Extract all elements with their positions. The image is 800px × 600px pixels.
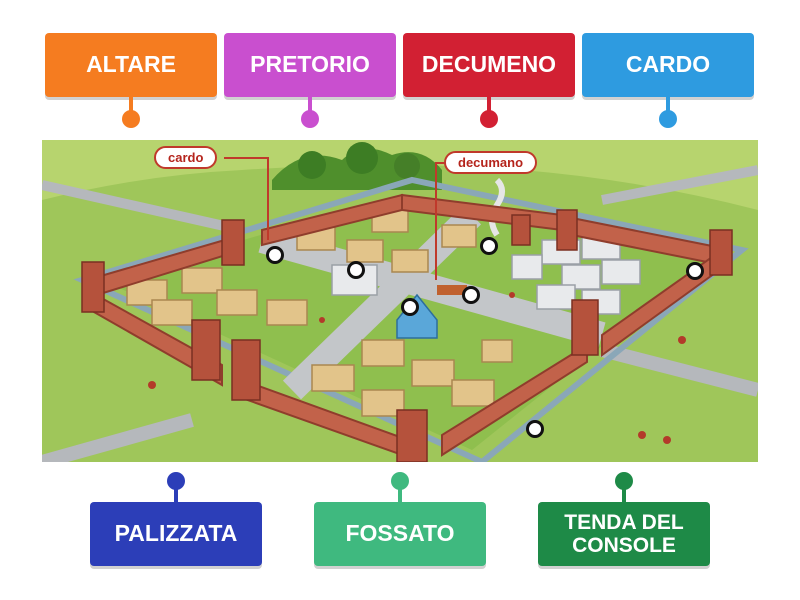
connector-stem: [622, 485, 626, 503]
hotspot-5[interactable]: [401, 298, 419, 316]
label-tile-text: TENDA DEL CONSOLE: [564, 510, 684, 557]
label-tile-fossato[interactable]: FOSSATO: [314, 502, 486, 566]
label-tile-text: DECUMENO: [421, 51, 557, 78]
label-tile-text: ALTARE: [86, 51, 176, 78]
label-tile-tenda-del-console[interactable]: TENDA DEL CONSOLE: [538, 502, 710, 566]
label-tile-text: PALIZZATA: [114, 520, 238, 547]
roman-camp-illustration: cardo decumano: [42, 140, 758, 462]
hotspot-1[interactable]: [266, 246, 284, 264]
hotspot-6[interactable]: [462, 286, 480, 304]
hotspot-7[interactable]: [526, 420, 544, 438]
label-tile-palizzata[interactable]: PALIZZATA: [90, 502, 262, 566]
connector-stem: [129, 97, 133, 115]
connector-knob: [659, 110, 677, 128]
connector-stem: [666, 97, 670, 115]
hotspot-4[interactable]: [686, 262, 704, 280]
connector-knob: [480, 110, 498, 128]
hotspot-3[interactable]: [480, 237, 498, 255]
connector-knob: [167, 472, 185, 490]
label-tile-decumeno[interactable]: DECUMENO: [403, 33, 575, 97]
connector-knob: [301, 110, 319, 128]
connector-knob: [615, 472, 633, 490]
callout-cardo: cardo: [154, 146, 218, 169]
label-tile-text: CARDO: [625, 51, 711, 78]
connector-knob: [122, 110, 140, 128]
connector-stem: [487, 97, 491, 115]
connector-stem: [308, 97, 312, 115]
label-tile-text: PRETORIO: [250, 51, 370, 78]
camp-drawing: [42, 140, 758, 462]
connector-knob: [391, 472, 409, 490]
label-tile-pretorio[interactable]: PRETORIO: [224, 33, 396, 97]
connector-stem: [174, 485, 178, 503]
connector-stem: [398, 485, 402, 503]
label-tile-altare[interactable]: ALTARE: [45, 33, 217, 97]
hotspot-2[interactable]: [347, 261, 365, 279]
label-tile-text: FOSSATO: [345, 520, 455, 547]
callout-decumano: decumano: [444, 151, 538, 174]
label-tile-cardo[interactable]: CARDO: [582, 33, 754, 97]
